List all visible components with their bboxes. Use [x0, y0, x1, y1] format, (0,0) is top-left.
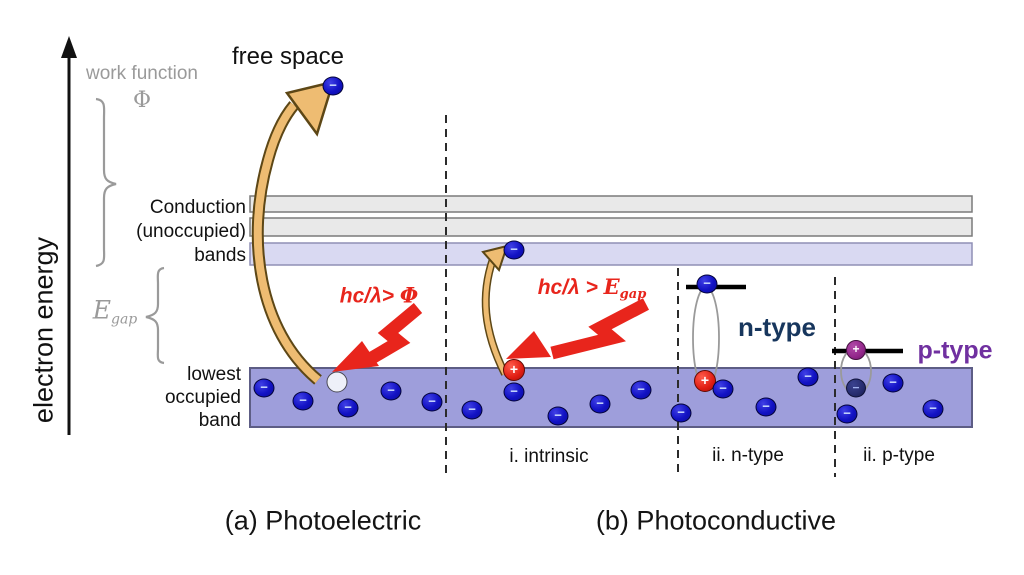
band-electron: −: [630, 380, 652, 400]
band-electron: −: [589, 394, 611, 414]
photon-bolt-b: [550, 298, 650, 360]
band-electron: −: [712, 379, 734, 399]
band-electron: −: [292, 391, 314, 411]
e-gap-subscript: gap: [110, 311, 138, 328]
minus-glyph: −: [299, 392, 307, 408]
band-electron: −: [503, 382, 525, 402]
minus-glyph: −: [554, 407, 562, 423]
acceptor-electron: −: [846, 378, 866, 398]
conduction-line2: (unoccupied): [136, 221, 246, 242]
conduction-line3: bands: [194, 245, 246, 266]
minus-glyph: −: [703, 275, 711, 291]
photon-b-base: E: [603, 274, 620, 300]
conduction-band-3: [249, 242, 973, 266]
caption-photoelectric: (a) Photoelectric: [224, 505, 422, 536]
band-electron: −: [670, 403, 692, 423]
caption-photoconductive: (b) Photoconductive: [595, 505, 837, 536]
minus-glyph: −: [387, 382, 395, 398]
ejection-arrowhead-icon: [284, 80, 335, 137]
photon-b-subscript: gap: [619, 287, 647, 303]
lowest-line1: lowest: [187, 364, 241, 385]
acceptor-level-hole: +: [846, 340, 866, 360]
band-electron: −: [836, 404, 858, 424]
conduction-bands-label: Conduction (unoccupied) bands: [136, 196, 246, 268]
minus-glyph: −: [677, 404, 685, 420]
plus-glyph: +: [700, 372, 710, 388]
work-function-text: work function: [86, 62, 198, 84]
minus-glyph: −: [843, 405, 851, 421]
band-electron: −: [337, 398, 359, 418]
plus-glyph: +: [509, 361, 519, 377]
photon-b-prefix: hc/λ >: [537, 276, 604, 300]
vacancy-hole: [326, 371, 348, 393]
minus-glyph: −: [762, 398, 770, 414]
energy-axis-arrowhead-icon: [61, 36, 77, 58]
photo-hole-intrinsic: +: [503, 359, 525, 381]
minus-glyph: −: [344, 399, 352, 415]
photon-condition-b-label: hc/λ > Egap: [537, 274, 647, 303]
conduction-band-2: [249, 217, 973, 237]
minus-glyph: −: [468, 401, 476, 417]
e-gap-label: Egap: [92, 295, 138, 328]
lowest-line2: occupied: [164, 387, 241, 408]
minus-glyph: −: [428, 393, 436, 409]
work-function-label: work function Φ: [86, 63, 198, 113]
photon-a-symbol: Φ: [399, 282, 419, 308]
minus-glyph: −: [804, 368, 812, 384]
band-electron: −: [547, 406, 569, 426]
promotion-arrow-body: [483, 258, 508, 376]
e-gap-brace: [145, 266, 165, 365]
minus-glyph: −: [852, 380, 860, 394]
minus-glyph: −: [260, 379, 268, 395]
work-function-brace: [95, 97, 117, 268]
e-gap-base: E: [92, 295, 111, 325]
minus-glyph: −: [510, 241, 518, 257]
plus-glyph: +: [852, 342, 860, 356]
photon-a-prefix: hc/λ>: [339, 284, 400, 308]
free-space-electron: −: [322, 76, 344, 96]
axis-label: electron energy: [28, 236, 59, 424]
band-electron: −: [922, 399, 944, 419]
band-electron: −: [755, 397, 777, 417]
band-electron: −: [421, 392, 443, 412]
minus-glyph: −: [510, 383, 518, 399]
section-label-intrinsic: i. intrinsic: [509, 446, 589, 468]
minus-glyph: −: [596, 395, 604, 411]
p-type-label: p-type: [917, 336, 993, 365]
band-electron: −: [882, 373, 904, 393]
lowest-line3: band: [198, 410, 241, 431]
minus-glyph: −: [329, 77, 337, 93]
ejection-arrow-body: [253, 102, 321, 384]
band-electron: −: [380, 381, 402, 401]
photon-condition-a-label: hc/λ> Φ: [340, 283, 418, 308]
work-function-symbol: Φ: [132, 87, 152, 113]
lowest-band-label: lowest occupied band: [165, 363, 241, 432]
conduction-band-1: [249, 195, 973, 213]
photon-bolt-b-head-icon: [506, 331, 551, 359]
donor-level-electron: −: [696, 274, 718, 294]
band-electron: −: [253, 378, 275, 398]
band-electron: −: [797, 367, 819, 387]
photon-bolt-a-head-icon: [332, 341, 379, 372]
excited-electron-intrinsic: −: [503, 240, 525, 260]
section-label-ntype: ii. n-type: [712, 445, 784, 467]
n-type-label: n-type: [738, 312, 816, 343]
free-space-label: free space: [231, 43, 345, 71]
minus-glyph: −: [637, 381, 645, 397]
minus-glyph: −: [889, 374, 897, 390]
minus-glyph: −: [719, 380, 727, 396]
section-label-ptype: ii. p-type: [863, 445, 935, 467]
promotion-arrowhead-icon: [481, 244, 509, 272]
band-electron: −: [461, 400, 483, 420]
minus-glyph: −: [929, 400, 937, 416]
photon-bolt-a: [361, 303, 423, 368]
conduction-line1: Conduction: [149, 197, 246, 218]
